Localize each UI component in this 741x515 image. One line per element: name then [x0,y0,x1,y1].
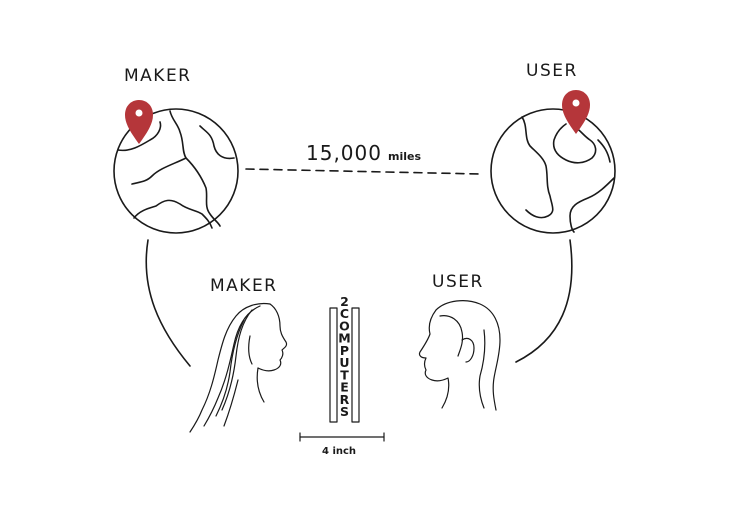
device-right-bar [351,307,360,423]
user-globe-continent [521,116,554,219]
device-label-char: U [339,355,349,370]
maker-globe-continent [117,121,162,152]
user-location-pin-icon [562,90,590,134]
user-pin-hole [572,99,580,107]
maker-hair-outline [189,302,271,433]
device-label-char: S [340,404,349,419]
device-label-char: R [340,392,350,407]
maker-globe-continent [199,125,235,160]
maker-hair-strand [215,319,245,417]
device-label-char: E [340,380,349,395]
maker-globe-label: MAKER [124,66,192,86]
maker-person-label: MAKER [210,276,278,296]
maker-globe-continent [133,199,213,229]
maker-hair-strand [223,379,239,427]
user-neck-back [478,329,486,409]
device-label-char: M [338,331,350,346]
distance-dashed-line [245,168,481,175]
user-globe-outline [490,108,616,234]
distance-value: 15,000 [306,141,382,165]
maker-globe-icon [113,108,239,234]
maker-hair-strand [221,309,253,411]
user-face-profile [418,309,450,409]
device-left-bar [329,307,338,423]
distance-label: 15,000 miles [306,141,421,165]
maker-connector-arc [145,239,191,367]
maker-person-sketch [189,302,288,433]
maker-face-profile [257,303,288,372]
user-ear [461,337,475,363]
device-label-char: P [340,343,349,358]
user-hair-back [435,300,501,411]
user-person-label: USER [432,272,484,292]
device-label-char: T [340,367,349,382]
user-pin-shape [562,90,590,134]
user-globe-continent [552,123,597,164]
maker-neck [256,367,265,403]
maker-globe-continent [131,157,187,185]
user-globe-icon [490,108,616,234]
maker-globe-outline [113,108,239,234]
distance-unit: miles [388,150,421,163]
maker-location-pin-icon [125,100,153,144]
maker-hair-inner [248,335,253,365]
user-globe-label: USER [526,61,578,81]
maker-pin-hole [135,109,143,117]
maker-hair-strand [203,305,261,427]
user-connector-arc [515,239,573,363]
user-globe-continent [597,139,611,163]
device-width-label: 4 inch [322,446,356,457]
user-person-sketch [418,300,501,411]
device-label-char: O [339,318,350,333]
user-globe-continent [569,177,615,233]
maker-globe-continent [169,110,221,227]
maker-pin-shape [125,100,153,144]
device-label-char: 2 [340,294,349,309]
device-label-char: C [340,306,349,321]
user-hairline [439,315,464,357]
